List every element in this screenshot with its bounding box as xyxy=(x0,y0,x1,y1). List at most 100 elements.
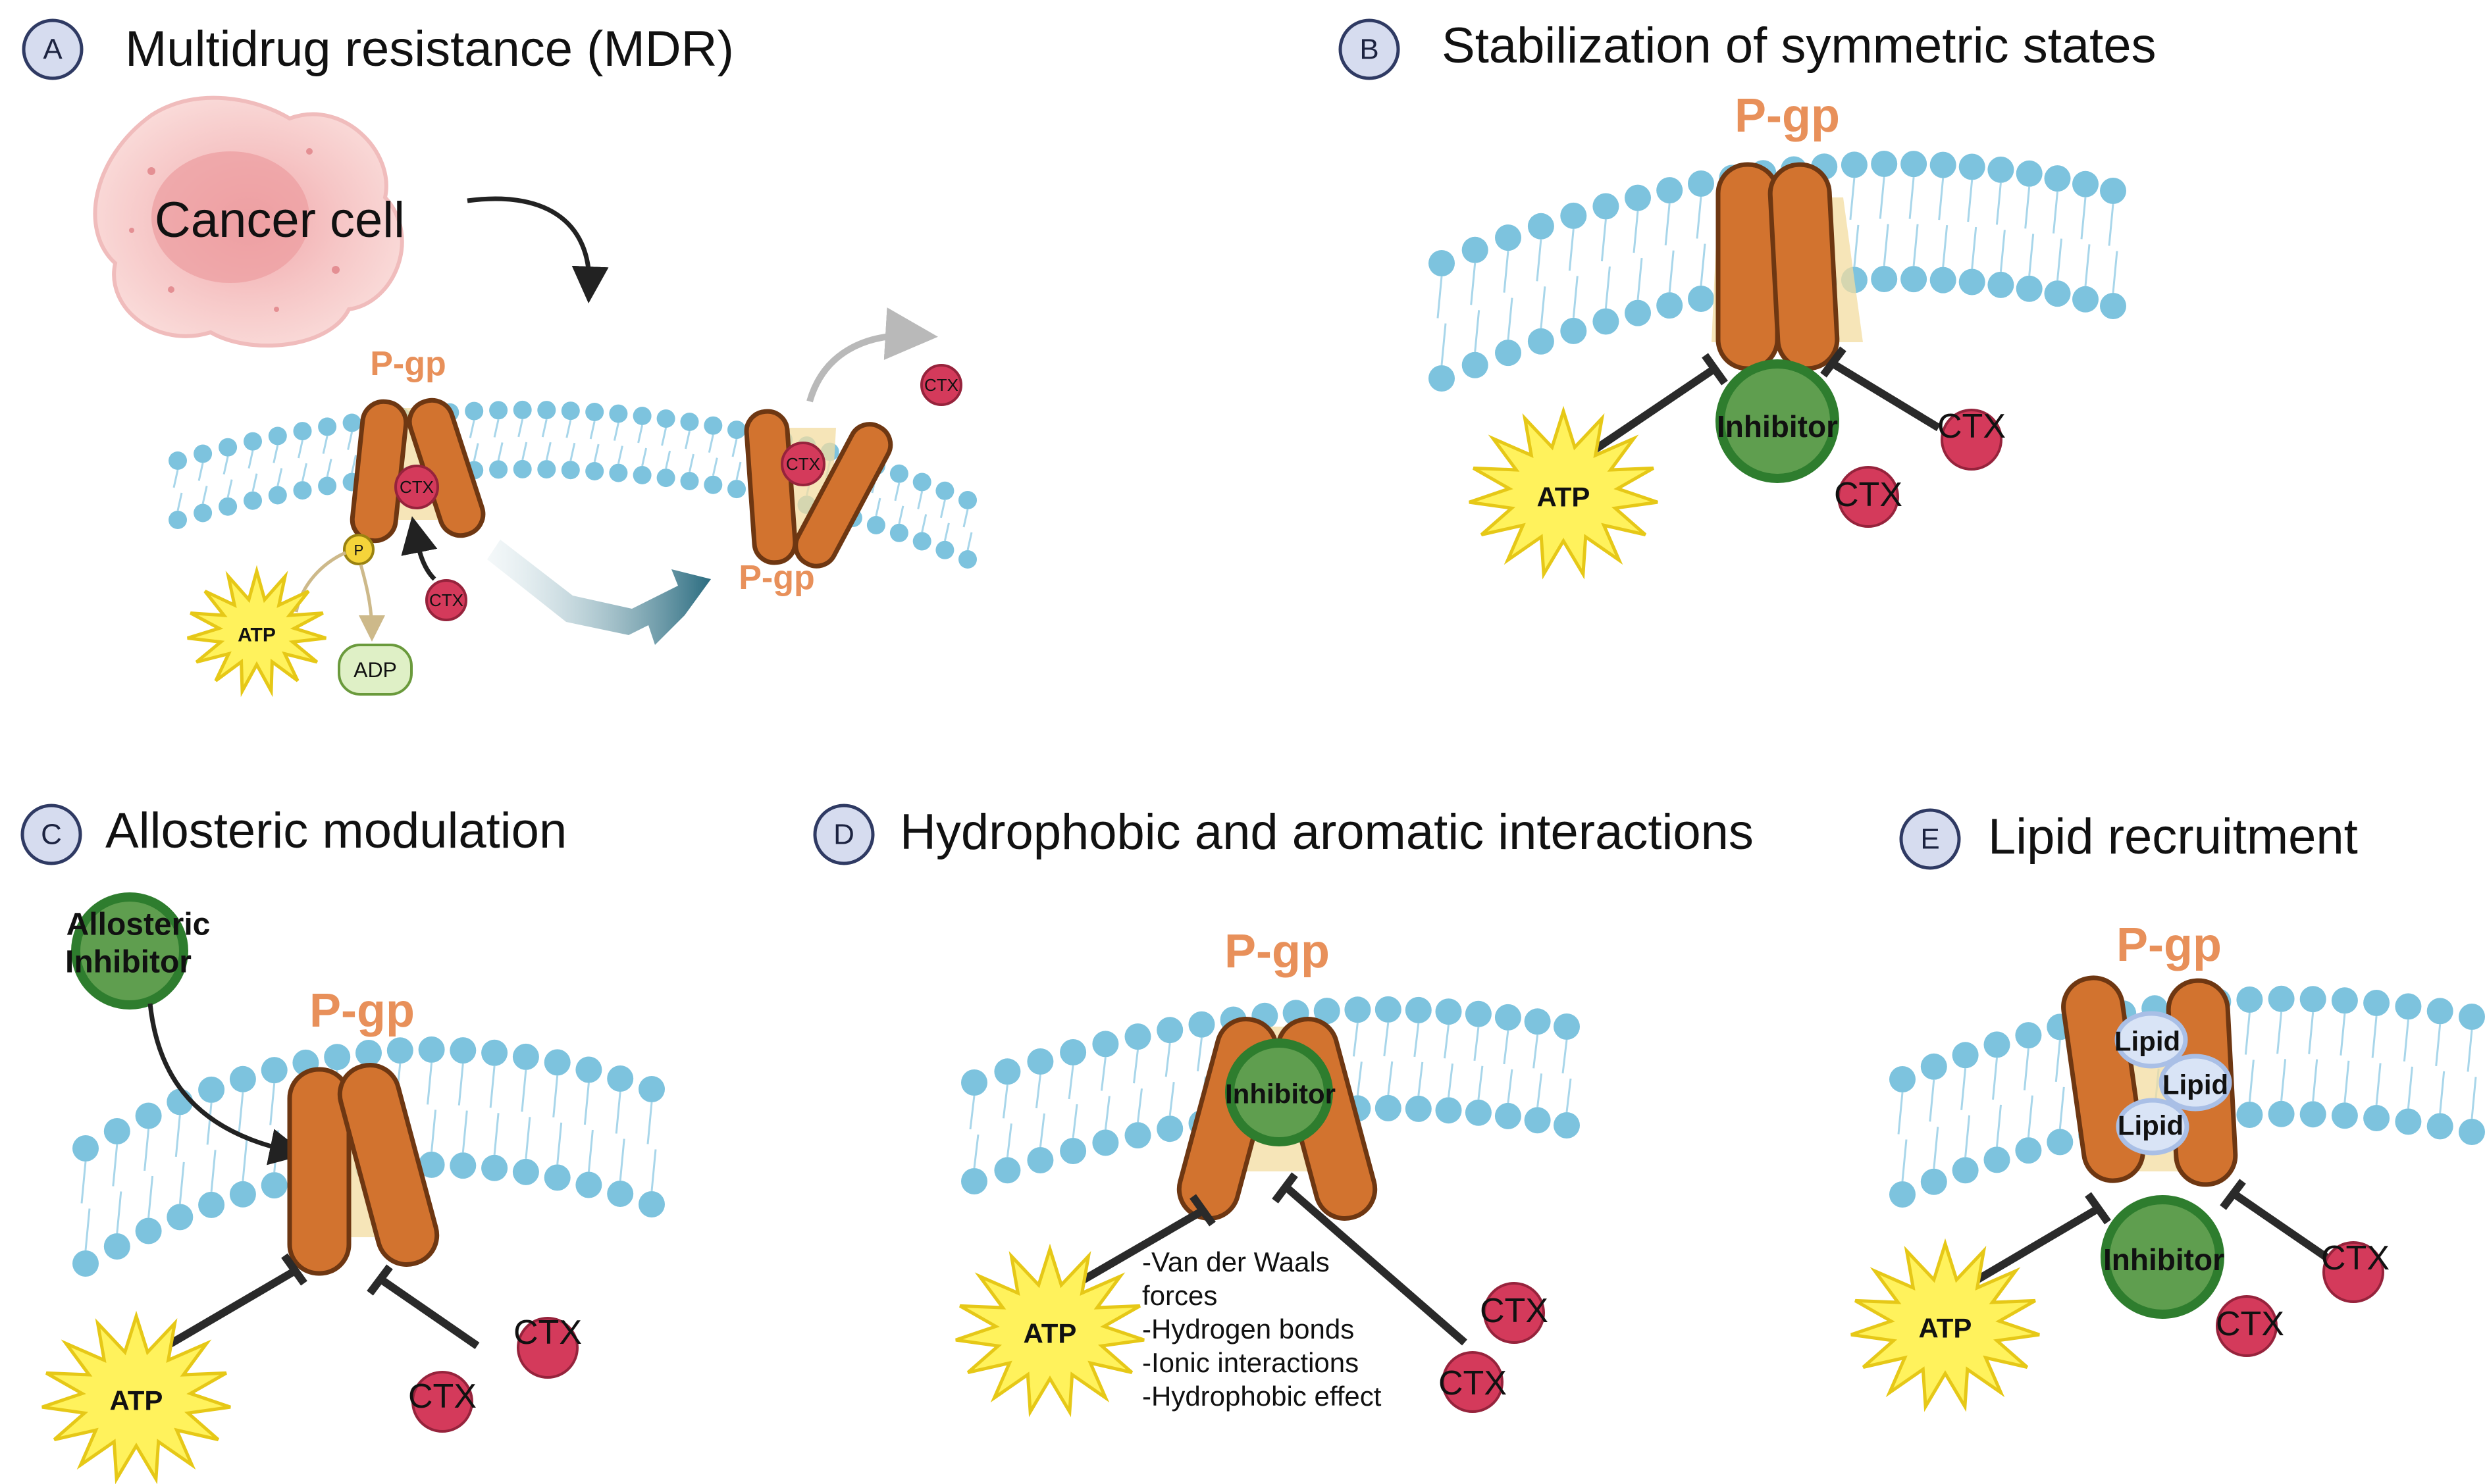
lipid-head xyxy=(261,1057,288,1084)
atp-label-d: ATP xyxy=(1024,1318,1077,1349)
inhibitor-molecule xyxy=(1715,359,1839,483)
lipid-head xyxy=(1889,1066,1916,1092)
lipid-head xyxy=(1527,328,1554,355)
lipid-head xyxy=(1987,156,2014,183)
lipid-head xyxy=(386,1037,413,1064)
lipid-head xyxy=(607,1181,634,1207)
ctx-molecule xyxy=(425,579,467,621)
lipid-head xyxy=(1592,308,1619,335)
lipid-head xyxy=(1428,250,1455,276)
lipid-head xyxy=(680,413,699,431)
ctx-molecule xyxy=(517,1317,579,1379)
lipid-head xyxy=(609,404,628,423)
lipid-head xyxy=(513,459,532,478)
lipid-head xyxy=(1524,1008,1551,1035)
adp-release-arrow xyxy=(358,564,385,642)
ctx-molecule xyxy=(1941,409,2002,471)
allosteric-binding-arrow xyxy=(147,1003,307,1165)
panel-e-title: Lipid recruitment xyxy=(1988,809,2358,865)
lipid-head xyxy=(561,461,580,480)
lipid-head xyxy=(2268,1100,2295,1127)
phosphate-label: P xyxy=(354,542,364,559)
atp-star-d xyxy=(955,1243,1145,1418)
lipid-head xyxy=(1157,1017,1184,1044)
force-item: -Van der Waals xyxy=(1142,1246,1330,1277)
cancer-cell-icon xyxy=(93,95,404,348)
lipid-head xyxy=(1092,1031,1119,1058)
lipid-head xyxy=(2236,986,2263,1013)
lipid-head xyxy=(2331,987,2358,1014)
lipid-head xyxy=(1656,177,1683,204)
lipid-head xyxy=(1157,1115,1184,1142)
pgp-label-c: P-gp xyxy=(309,985,415,1037)
lipid-icon xyxy=(2158,1054,2232,1112)
ctx-molecule xyxy=(2322,1241,2384,1303)
lipid-head xyxy=(1952,1042,1979,1069)
lipid-molecules: Lipid Lipid Lipid xyxy=(2114,1011,2232,1156)
atp-label-a: ATP xyxy=(238,625,276,646)
ctx-label-b2: CTX xyxy=(1834,476,1902,514)
lipid-head xyxy=(1560,202,1587,229)
lipid-head xyxy=(103,1118,130,1144)
lipid-head xyxy=(1871,151,1898,177)
panel-a-badge xyxy=(22,18,84,80)
pgp-transporter-b xyxy=(1712,162,1863,371)
lipid-head xyxy=(544,1164,571,1191)
lipid-head xyxy=(135,1217,162,1244)
lipid-head xyxy=(575,1171,602,1198)
allosteric-label-line2: Inhibitor xyxy=(65,945,192,980)
lipid-head xyxy=(169,451,187,470)
adp-label: ADP xyxy=(353,658,397,682)
lipid-head xyxy=(1983,1146,2010,1173)
lipid-head xyxy=(1495,224,1521,251)
ctx-molecule xyxy=(1442,1351,1504,1413)
lipid-head xyxy=(268,426,287,446)
pgp-label-b: P-gp xyxy=(1735,90,1840,142)
cancer-cell-label: Cancer cell xyxy=(155,192,405,248)
lipid-head xyxy=(1920,1053,1947,1080)
lipid-head xyxy=(1435,998,1462,1025)
lipid-head xyxy=(2015,1137,2042,1164)
pgp-label-a1: P-gp xyxy=(370,345,446,383)
lipid-head xyxy=(103,1233,130,1260)
lipid-head xyxy=(633,466,652,484)
panel-e: E Lipid recruitment P-gp Lipid Lipid Lip… xyxy=(1850,808,2390,1412)
lipid-head xyxy=(1313,998,1340,1025)
lipid-head xyxy=(1060,1138,1087,1164)
lipid-head xyxy=(994,1157,1021,1184)
lipid-head xyxy=(704,475,723,494)
lipid-head xyxy=(1871,266,1898,292)
lipid-head xyxy=(481,1154,508,1181)
pgp-transporter-c xyxy=(287,1063,440,1276)
ctx-molecule xyxy=(394,465,439,509)
pgp-label-e: P-gp xyxy=(2116,919,2222,971)
lipid-head xyxy=(2072,286,2099,313)
lipid-label: Lipid xyxy=(2162,1069,2228,1100)
lipid-icon xyxy=(2116,1098,2189,1156)
ctx-label-c2: CTX xyxy=(408,1377,477,1416)
adp-badge xyxy=(338,644,413,696)
lipid-head xyxy=(656,409,675,428)
lipid-head xyxy=(585,462,604,480)
cell-to-membrane-arrow xyxy=(467,196,609,303)
lipid-icon xyxy=(2114,1011,2188,1069)
lipid-head xyxy=(639,1076,665,1102)
pgp-label-d: P-gp xyxy=(1224,925,1330,978)
lipid-head xyxy=(1494,1004,1521,1031)
panel-c-title: Allosteric modulation xyxy=(105,803,567,859)
lipid-head xyxy=(2015,1022,2042,1049)
ctx-efflux-arrow xyxy=(806,307,938,403)
lipid-head xyxy=(537,401,556,420)
panel-a: A Multidrug resistance (MDR) Cancer cell… xyxy=(22,18,962,698)
lipid-head xyxy=(2363,1105,2390,1131)
ctx-label: CTX xyxy=(924,375,958,395)
lipid-head xyxy=(2044,165,2071,192)
transition-arrow xyxy=(487,540,711,645)
lipid-head xyxy=(1124,1023,1151,1050)
lipid-head xyxy=(167,1204,194,1231)
panel-d-title: Hydrophobic and aromatic interactions xyxy=(900,804,1754,860)
ctx-binding-arrow xyxy=(401,516,438,581)
lipid-head xyxy=(639,1191,665,1217)
lipid-head xyxy=(935,540,955,559)
lipid-head xyxy=(1625,299,1651,326)
